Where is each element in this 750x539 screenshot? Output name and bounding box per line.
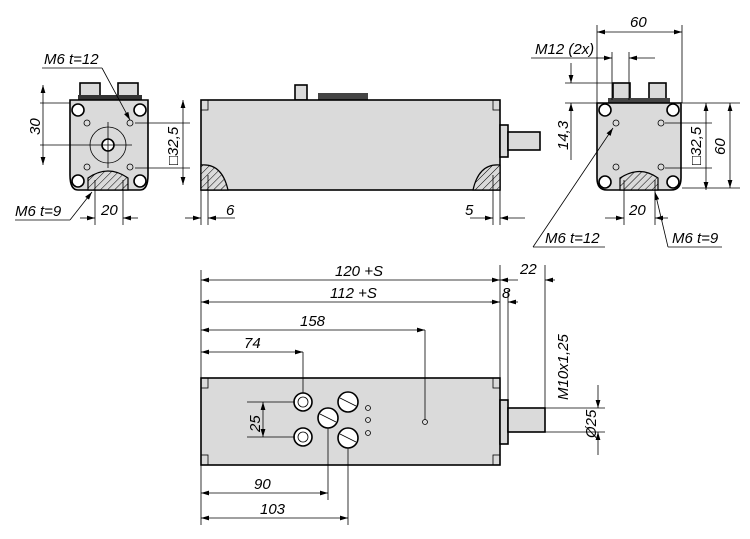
dim-120-s: 120 +S xyxy=(335,263,383,280)
dim-60-height: 60 xyxy=(712,138,729,155)
dim-20-right: 20 xyxy=(628,202,646,219)
dim-103: 103 xyxy=(260,501,286,518)
dim-6: 6 xyxy=(226,202,235,219)
label-m6-t9: M6 t=9 xyxy=(15,203,62,220)
dim-158: 158 xyxy=(300,313,326,330)
dim-60-width: 60 xyxy=(630,14,647,31)
dim-22: 22 xyxy=(519,261,537,278)
label-m6-t12: M6 t=12 xyxy=(44,51,99,68)
dim-20: 20 xyxy=(100,202,118,219)
dim-112-s: 112 +S xyxy=(330,285,377,302)
dim-dia-25: Ø25 xyxy=(583,409,600,439)
dim-8: 8 xyxy=(502,285,511,302)
dim-74: 74 xyxy=(244,335,261,352)
side-view: 6 5 xyxy=(185,84,541,225)
dim-90: 90 xyxy=(254,476,271,493)
top-view: 120 +S 22 112 +S 8 158 74 M10x1,25 25 Ø2… xyxy=(200,261,605,525)
dim-square-32-5-right: □32,5 xyxy=(688,126,705,165)
label-m6-t9-right: M6 t=9 xyxy=(672,230,719,247)
label-m10x1-25: M10x1,25 xyxy=(555,333,572,400)
right-end-view: 60 M12 (2x) 14,3 □32,5 60 M6 t=12 20 M6 … xyxy=(531,14,740,248)
dim-14-3: 14,3 xyxy=(555,120,572,150)
label-m6-t12-right: M6 t=12 xyxy=(545,230,600,247)
dim-25: 25 xyxy=(247,415,264,433)
dim-30: 30 xyxy=(27,118,44,135)
left-end-view: M6 t=12 30 □32,5 M6 t=9 20 xyxy=(15,51,190,225)
dim-square-32-5: □32,5 xyxy=(165,126,182,165)
dim-5: 5 xyxy=(465,202,474,219)
label-m12-2x: M12 (2x) xyxy=(535,41,594,58)
